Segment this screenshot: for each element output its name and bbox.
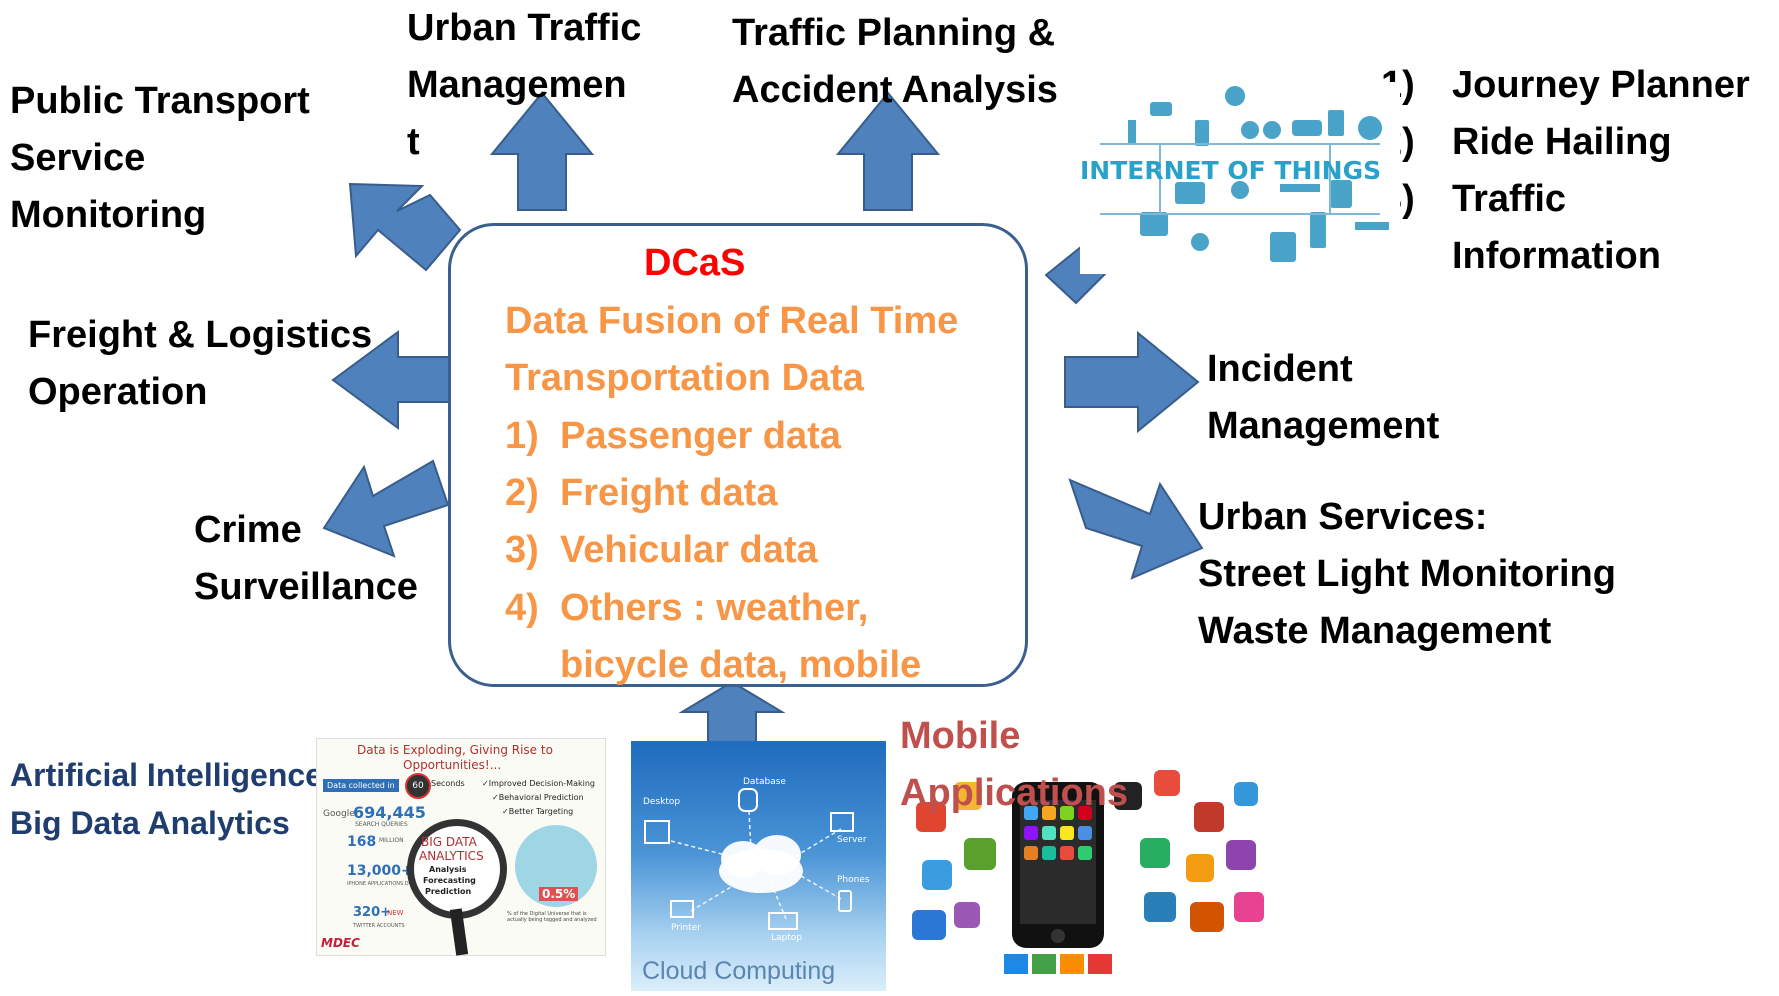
center-item-num-1: 1) [505,415,539,457]
iot-image: INTERNET OF THINGS [1080,82,1400,274]
center-item-num-3: 3) [505,529,539,571]
cloud-node-laptop: Laptop [771,933,802,943]
center-item-2: Freight data [560,472,778,514]
label-mobile: Mobile [900,715,1021,757]
app-icon-cloud [912,770,1264,974]
center-item-3: Vehicular data [560,529,818,571]
dcas-center-box [448,223,1028,687]
label-urban-services-2: Street Light Monitoring [1198,553,1616,595]
dcas-title: DCaS [644,242,746,284]
label-urban-traffic-1: Urban Traffic [407,7,642,49]
big-data-infographic: Data is Exploding, Giving Rise to Opport… [316,738,606,956]
cloud-node-server: Server [837,835,867,845]
benefit-3: ✓Better Targeting [502,807,574,816]
label-urban-traffic-2: Managemen [407,64,627,106]
mdec-logo: MDEC [321,936,360,950]
benefit-1: ✓Improved Decision-Making [482,779,595,788]
center-subtitle-line2: Transportation Data [505,357,864,399]
iot-list-item-3: Traffic [1452,178,1567,220]
stat-1-note: SEARCH QUERIES [355,821,408,828]
cloud-caption: Cloud Computing [642,957,836,985]
label-public-transport-1: Public Transport [10,80,310,122]
label-urban-services-3: Waste Management [1198,610,1552,652]
label-ai: Artificial Intelligence [10,757,323,793]
label-freight-1: Freight & Logistics [28,314,373,356]
arrow-to-incident [1064,330,1200,434]
iot-banner: INTERNET OF THINGS [1080,156,1382,185]
arrow-to-traffic-planning [835,91,941,211]
stat-2-unit: MILLION [379,837,404,844]
cloud-node-database: Database [743,777,786,787]
label-traffic-planning-1: Traffic Planning & [732,12,1056,54]
lens-word-2: Forecasting [423,876,476,885]
lens-line-2: ANALYTICS [419,849,484,863]
arrow-to-crime [322,459,450,558]
label-incident-2: Management [1207,405,1440,447]
percent-note: % of the Digital Universe that is actual… [507,911,597,923]
label-freight-2: Operation [28,371,208,413]
seconds-label: Seconds [431,779,465,788]
stat-4-unit: NEW [387,909,404,917]
arrow-to-public-transport [348,182,462,272]
collected-label: Data collected in [323,779,399,792]
mobile-apps-image: Mobile Applications [900,715,1276,977]
cloud-node-desktop: Desktop [643,797,681,807]
lens-line-1: BIG DATA [421,835,477,849]
cloud-computing-image: Desktop Database Server Printer Laptop P… [631,741,886,991]
center-item-1: Passenger data [560,415,841,457]
stat-4: 320+ [353,905,392,920]
percent-badge: 0.5% [539,887,579,901]
label-big-data: Big Data Analytics [10,805,290,841]
infographic-title-2: Opportunities!... [403,758,502,772]
magnifier-lens [407,819,507,919]
iot-list-item-1: Journey Planner [1452,64,1750,106]
center-item-num-2: 2) [505,472,539,514]
cloud-node-phones: Phones [837,875,870,885]
center-item-4: Others : weather, [560,587,869,629]
label-urban-services-1: Urban Services: [1198,496,1488,538]
infographic-title-1: Data is Exploding, Giving Rise to [357,743,553,757]
center-item-4-continued: bicycle data, mobile [560,644,922,686]
iot-list-item-2: Ride Hailing [1452,121,1672,163]
cloud-node-printer: Printer [671,923,701,933]
stat-1: 694,445 [353,803,426,822]
google-logo: Google [323,809,355,819]
cloud-diagram [644,788,854,930]
stat-3: 13,000+ [347,863,413,879]
stat-2: 168 [347,834,377,850]
lens-word-1: Analysis [429,865,467,874]
label-applications: Applications [900,772,1129,814]
iot-list-item-3-continued: Information [1452,235,1661,277]
stat-4-note: TWITTER ACCOUNTS [353,923,405,929]
label-incident-1: Incident [1207,348,1353,390]
label-crime-1: Crime [194,509,302,551]
seconds-dial: 60 [405,773,431,799]
arrow-to-urban-traffic [489,91,595,211]
arrow-to-urban-services [1068,478,1204,580]
lens-word-3: Prediction [425,887,472,896]
label-public-transport-3: Monitoring [10,194,207,236]
center-item-num-4: 4) [505,587,539,629]
center-subtitle-line1: Data Fusion of Real Time [505,300,959,342]
label-crime-2: Surveillance [194,566,418,608]
iot-icons [1100,86,1389,262]
label-public-transport-2: Service [10,137,146,179]
stat-3-note: iPHONE APPLICATIONS DOWNLOADED [347,881,442,887]
arrow-from-cloud [678,680,786,746]
label-urban-traffic-3: t [407,121,420,163]
benefit-2: ✓Behavioral Prediction [492,793,584,802]
label-traffic-planning-2: Accident Analysis [732,69,1058,111]
